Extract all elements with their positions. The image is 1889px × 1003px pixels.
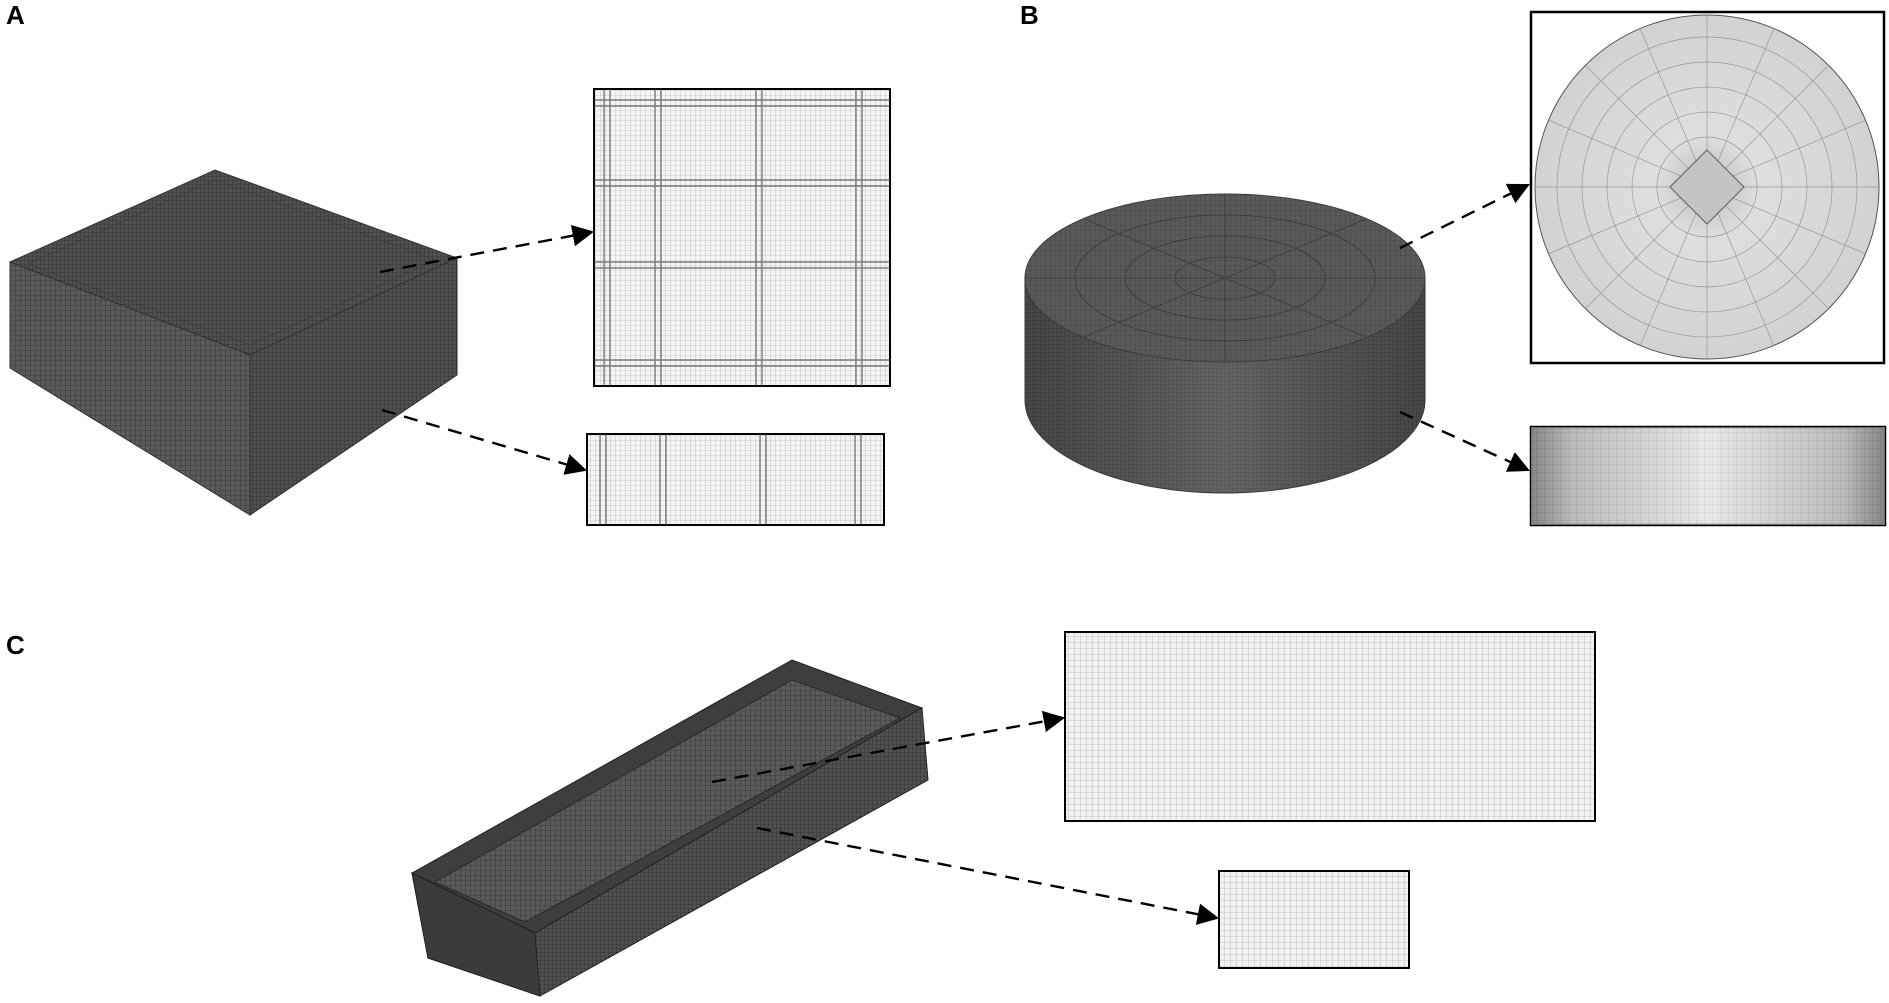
panel-label-c: C <box>6 630 25 660</box>
arrow-c-top <box>711 710 1066 784</box>
box-inner-rim <box>26 179 438 346</box>
side-view-mesh-rect <box>586 433 885 526</box>
top-view-mesh-circle <box>1529 10 1886 365</box>
trough-inner-cavity <box>433 679 902 923</box>
panel-b: B <box>1020 0 1887 527</box>
top-view-mesh-long-rect <box>1064 631 1596 822</box>
top-view-mesh-square <box>593 88 891 387</box>
box-right-face <box>249 257 458 516</box>
arrow-b-side <box>1399 410 1530 472</box>
side-view-mesh-band <box>1529 425 1887 527</box>
panel-c: C <box>6 630 1596 997</box>
arrow-c-side <box>756 826 1220 925</box>
arrow-a-top <box>379 224 595 274</box>
panel-label-a: A <box>6 0 25 30</box>
trough-end-face <box>411 872 541 997</box>
arrow-a-side <box>381 408 588 475</box>
panel-label-b: B <box>1020 0 1039 30</box>
panel-a: A <box>6 0 891 526</box>
side-view-mesh-small-rect <box>1218 870 1410 969</box>
arrow-b-top <box>1399 183 1530 250</box>
